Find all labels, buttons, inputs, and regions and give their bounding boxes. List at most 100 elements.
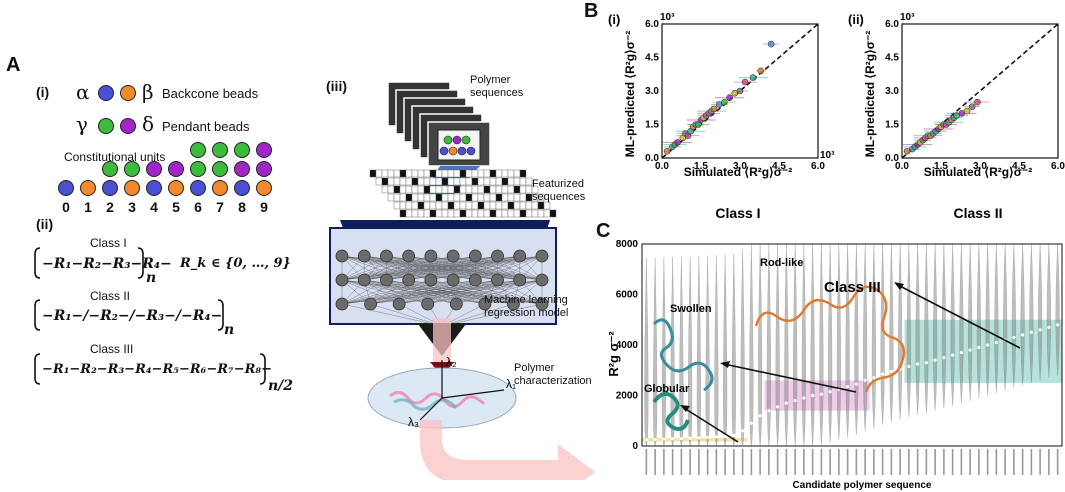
nn-node bbox=[446, 273, 460, 287]
nn-edge bbox=[453, 279, 543, 305]
barcode-cell bbox=[477, 193, 485, 202]
x-tick-label-mark bbox=[986, 449, 989, 475]
barcode-cell bbox=[381, 177, 389, 186]
nn-edge bbox=[399, 279, 431, 305]
class2-formula: −R₁−/−R₂−/−R₃−/−R₄− bbox=[42, 308, 223, 324]
x-tick-label-mark bbox=[776, 449, 779, 475]
violin bbox=[1020, 243, 1025, 386]
violin bbox=[871, 243, 876, 429]
x-tick-label-mark bbox=[794, 449, 796, 475]
barcode-cell bbox=[513, 209, 521, 218]
barcode-cell bbox=[435, 169, 443, 178]
barcode-cell bbox=[441, 201, 449, 210]
unit-bead-icon bbox=[102, 161, 118, 177]
class1-formula: −R₁−R₂−R₃−R₄− bbox=[42, 256, 172, 272]
nn-node bbox=[535, 273, 549, 287]
barcode-cell bbox=[375, 169, 383, 178]
nn-node bbox=[335, 249, 349, 263]
rk-range: R_k ∈ {0, …, 9} bbox=[180, 256, 291, 271]
x-tick-label-mark bbox=[706, 449, 709, 475]
lambda2-label: λ₂ bbox=[446, 355, 457, 369]
nn-node bbox=[424, 273, 438, 287]
barcode-cell bbox=[519, 169, 527, 178]
unit-bead-icon bbox=[190, 180, 206, 196]
median-dot bbox=[688, 436, 692, 441]
swollen-polymer-icon bbox=[652, 318, 714, 392]
unit-bead-icon bbox=[256, 161, 272, 177]
violin bbox=[976, 243, 981, 399]
nn-node bbox=[468, 273, 482, 287]
unit-bead-icon bbox=[212, 180, 228, 196]
x-tick-label-mark bbox=[978, 449, 980, 475]
violin bbox=[959, 243, 964, 404]
violin bbox=[836, 243, 841, 440]
barcode-cell bbox=[459, 193, 467, 202]
barcode-cell bbox=[441, 209, 449, 218]
x-tick-label: 1.5 bbox=[694, 161, 708, 172]
barcode-cell bbox=[441, 185, 449, 194]
panel-a-letter: A bbox=[6, 54, 21, 76]
barcode-cell bbox=[477, 185, 485, 194]
nn-node bbox=[364, 297, 377, 311]
panel-c-xtick-labels bbox=[645, 449, 1059, 475]
nn-node bbox=[491, 249, 504, 263]
violin bbox=[793, 243, 798, 447]
barcode-cell bbox=[405, 201, 413, 210]
barcode-cell bbox=[477, 201, 485, 210]
x-tick-label: 0.0 bbox=[655, 161, 669, 172]
x-tick-label: 0.0 bbox=[895, 161, 909, 172]
unit-bead-icon bbox=[168, 180, 184, 196]
class2-subscript: n bbox=[224, 322, 235, 338]
violin bbox=[749, 243, 754, 447]
unit-digit: 2 bbox=[106, 199, 114, 215]
panel-c-shading bbox=[642, 319, 1062, 442]
x-tick-label-mark bbox=[689, 449, 691, 475]
delta-symbol: δ bbox=[142, 112, 155, 136]
nn-edge bbox=[341, 279, 400, 305]
nn-edge bbox=[427, 279, 476, 305]
barcode-cell bbox=[405, 209, 413, 218]
class1-brackets bbox=[34, 247, 144, 279]
unit-bead-icon bbox=[234, 180, 250, 196]
unit-bead-icon bbox=[190, 142, 206, 158]
nn-edge bbox=[475, 255, 543, 281]
class3-formula: −R₁−R₂−R₃−R₄−R₅−R₆−R₇−R₈− bbox=[42, 362, 273, 377]
plot-b-i-exponent: 10³ bbox=[660, 12, 675, 23]
plot-b-ii: 0.00.01.51.53.03.04.54.56.06.0 bbox=[885, 19, 1065, 172]
median-dot bbox=[1047, 325, 1051, 329]
scatter-point bbox=[663, 148, 671, 155]
barcode-cell bbox=[507, 193, 515, 202]
median-dot bbox=[714, 435, 718, 439]
barcode-cell bbox=[417, 169, 425, 178]
class1-band bbox=[642, 437, 747, 442]
violin bbox=[714, 255, 719, 447]
nn-node bbox=[513, 249, 527, 263]
barcode-cell bbox=[459, 177, 467, 186]
barcode-cell bbox=[423, 185, 431, 194]
nn-edge bbox=[364, 279, 400, 305]
violin bbox=[784, 243, 789, 447]
median-dot bbox=[846, 385, 850, 389]
violin bbox=[1055, 243, 1060, 376]
median-dot bbox=[767, 409, 771, 413]
violin bbox=[898, 243, 903, 420]
barcode-cell bbox=[507, 185, 515, 194]
x-tick-label-mark bbox=[680, 449, 683, 475]
median-dot bbox=[723, 434, 727, 439]
median-dot bbox=[1012, 335, 1016, 340]
barcode-cell bbox=[423, 169, 431, 178]
barcode-cell bbox=[429, 185, 437, 194]
x-tick-label-mark bbox=[995, 449, 998, 475]
barcode-cell bbox=[495, 177, 503, 186]
panel-a-i-label: (i) bbox=[36, 84, 50, 100]
class1-name: Class I bbox=[90, 236, 127, 250]
median-dot bbox=[1029, 330, 1033, 334]
violin bbox=[731, 253, 736, 447]
barcode-cell bbox=[435, 193, 443, 202]
unit-bead-icon bbox=[190, 161, 206, 177]
median-dot bbox=[863, 378, 867, 382]
median-dot bbox=[959, 350, 963, 355]
barcode-cell bbox=[489, 193, 497, 202]
nn-edge bbox=[341, 255, 387, 281]
x-tick-label-mark bbox=[855, 449, 858, 475]
